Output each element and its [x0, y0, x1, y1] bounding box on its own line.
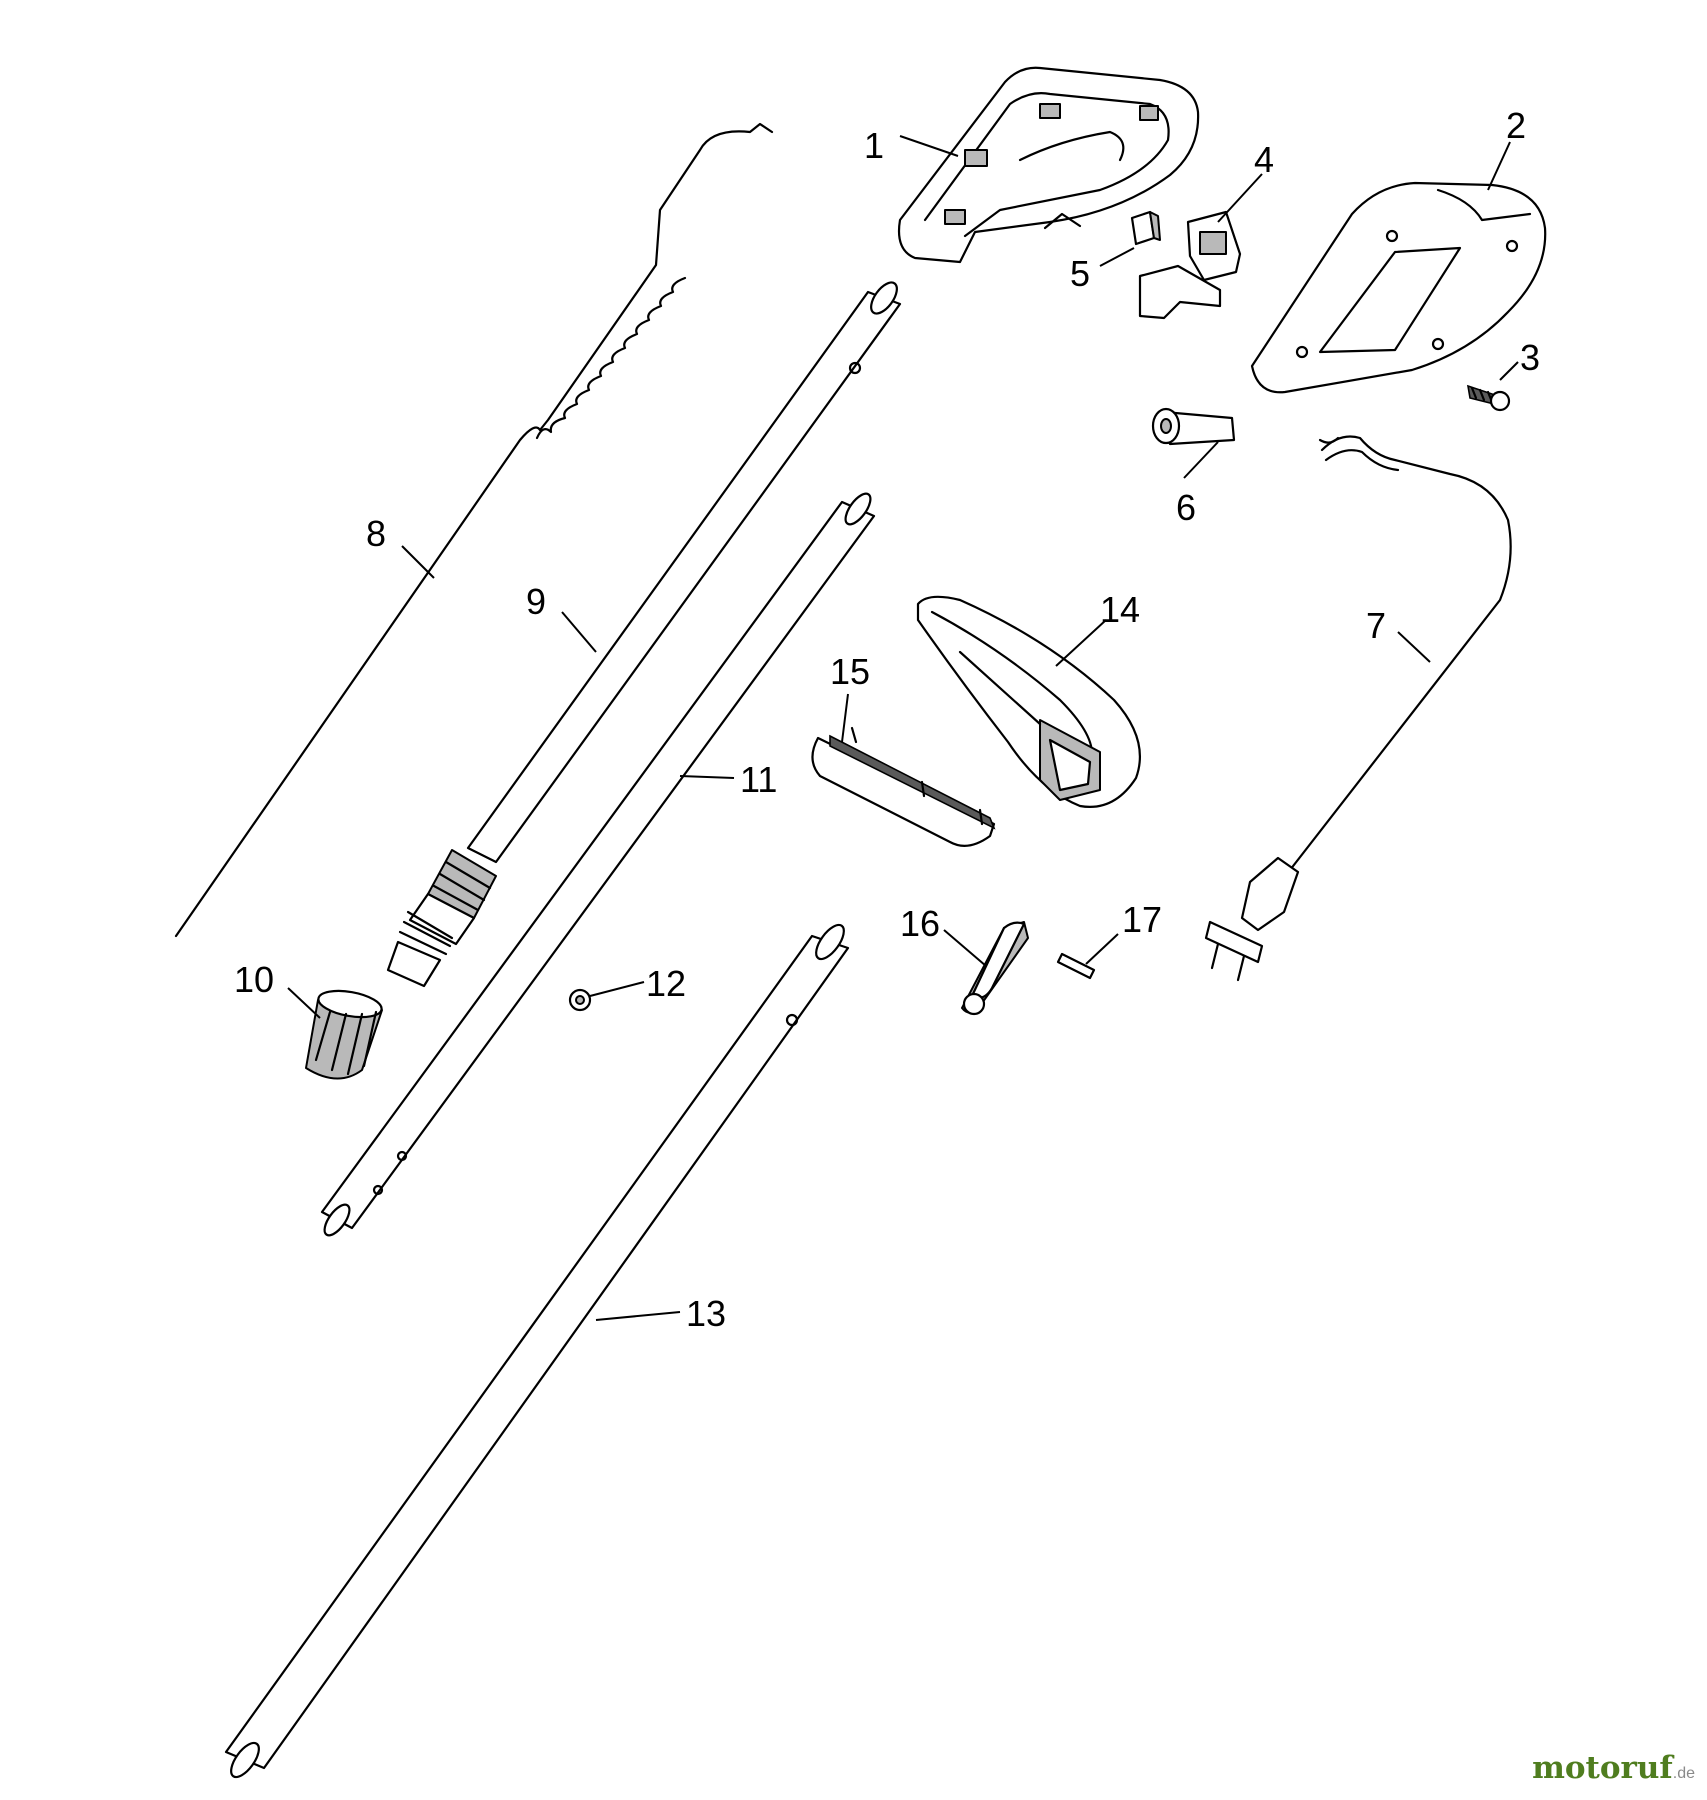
watermark-logo: motoruf.de	[1532, 1750, 1695, 1786]
callout-2: 2	[1506, 105, 1526, 146]
callout-1: 1	[864, 125, 884, 166]
callout-7: 7	[1366, 605, 1386, 646]
leader-14	[1055, 619, 1107, 667]
leader-5	[1099, 247, 1135, 267]
callout-15: 15	[830, 651, 870, 692]
callout-14: 14	[1100, 589, 1140, 630]
leader-10	[287, 987, 321, 1019]
part-10-knob-nut[interactable]	[305, 987, 384, 1080]
part-5-block[interactable]	[1130, 210, 1161, 246]
callout-12: 12	[646, 963, 686, 1004]
part-4-switch[interactable]	[1138, 210, 1242, 320]
leader-9	[561, 611, 597, 653]
leader-11	[679, 775, 735, 779]
watermark-main-text: motoruf	[1532, 1750, 1673, 1786]
part-13-lower-tube[interactable]	[224, 921, 850, 1782]
part-3-screw[interactable]	[1466, 384, 1511, 412]
part-11-middle-tube[interactable]	[320, 490, 876, 1240]
part-1-handle-housing-left[interactable]	[897, 66, 1200, 264]
callout-9: 9	[526, 581, 546, 622]
callout-10: 10	[234, 959, 274, 1000]
part-9-upper-shaft[interactable]	[386, 278, 902, 988]
leader-8	[401, 545, 435, 579]
callout-17: 17	[1122, 899, 1162, 940]
callout-8: 8	[366, 513, 386, 554]
part-15-cover-plate[interactable]	[811, 726, 996, 847]
leader-6	[1183, 441, 1219, 479]
leader-7	[1397, 631, 1431, 663]
callout-5: 5	[1070, 253, 1090, 294]
part-16-clip[interactable]	[961, 921, 1029, 1016]
leader-17	[1085, 933, 1119, 965]
callout-numbers: 1 2 3 4 5 6 7 8 9 10 11 12 13 14 15 16 1…	[234, 105, 1540, 1334]
part-2-handle-cover[interactable]	[1250, 181, 1547, 394]
leader-16	[943, 929, 987, 967]
leader-lines	[287, 135, 1519, 1321]
leader-1	[899, 135, 959, 157]
part-17-pin[interactable]	[1056, 952, 1096, 980]
leader-2	[1487, 141, 1511, 191]
leader-12	[589, 981, 645, 997]
leader-15	[841, 693, 849, 743]
part-12-nut[interactable]	[568, 988, 592, 1012]
callout-3: 3	[1520, 337, 1540, 378]
callout-16: 16	[900, 903, 940, 944]
leader-3	[1499, 361, 1519, 381]
watermark-suffix-text: .de	[1672, 1765, 1695, 1782]
callout-11: 11	[740, 759, 777, 800]
leader-4	[1217, 173, 1263, 223]
callout-13: 13	[686, 1293, 726, 1334]
part-7-power-cord[interactable]	[1204, 435, 1512, 982]
part-6-sleeve[interactable]	[1151, 407, 1236, 446]
leader-13	[595, 1311, 681, 1321]
callout-6: 6	[1176, 487, 1196, 528]
part-14-auxiliary-handle[interactable]	[916, 595, 1141, 808]
part-8-wire-spring[interactable]	[174, 122, 774, 938]
callout-4: 4	[1254, 139, 1274, 180]
